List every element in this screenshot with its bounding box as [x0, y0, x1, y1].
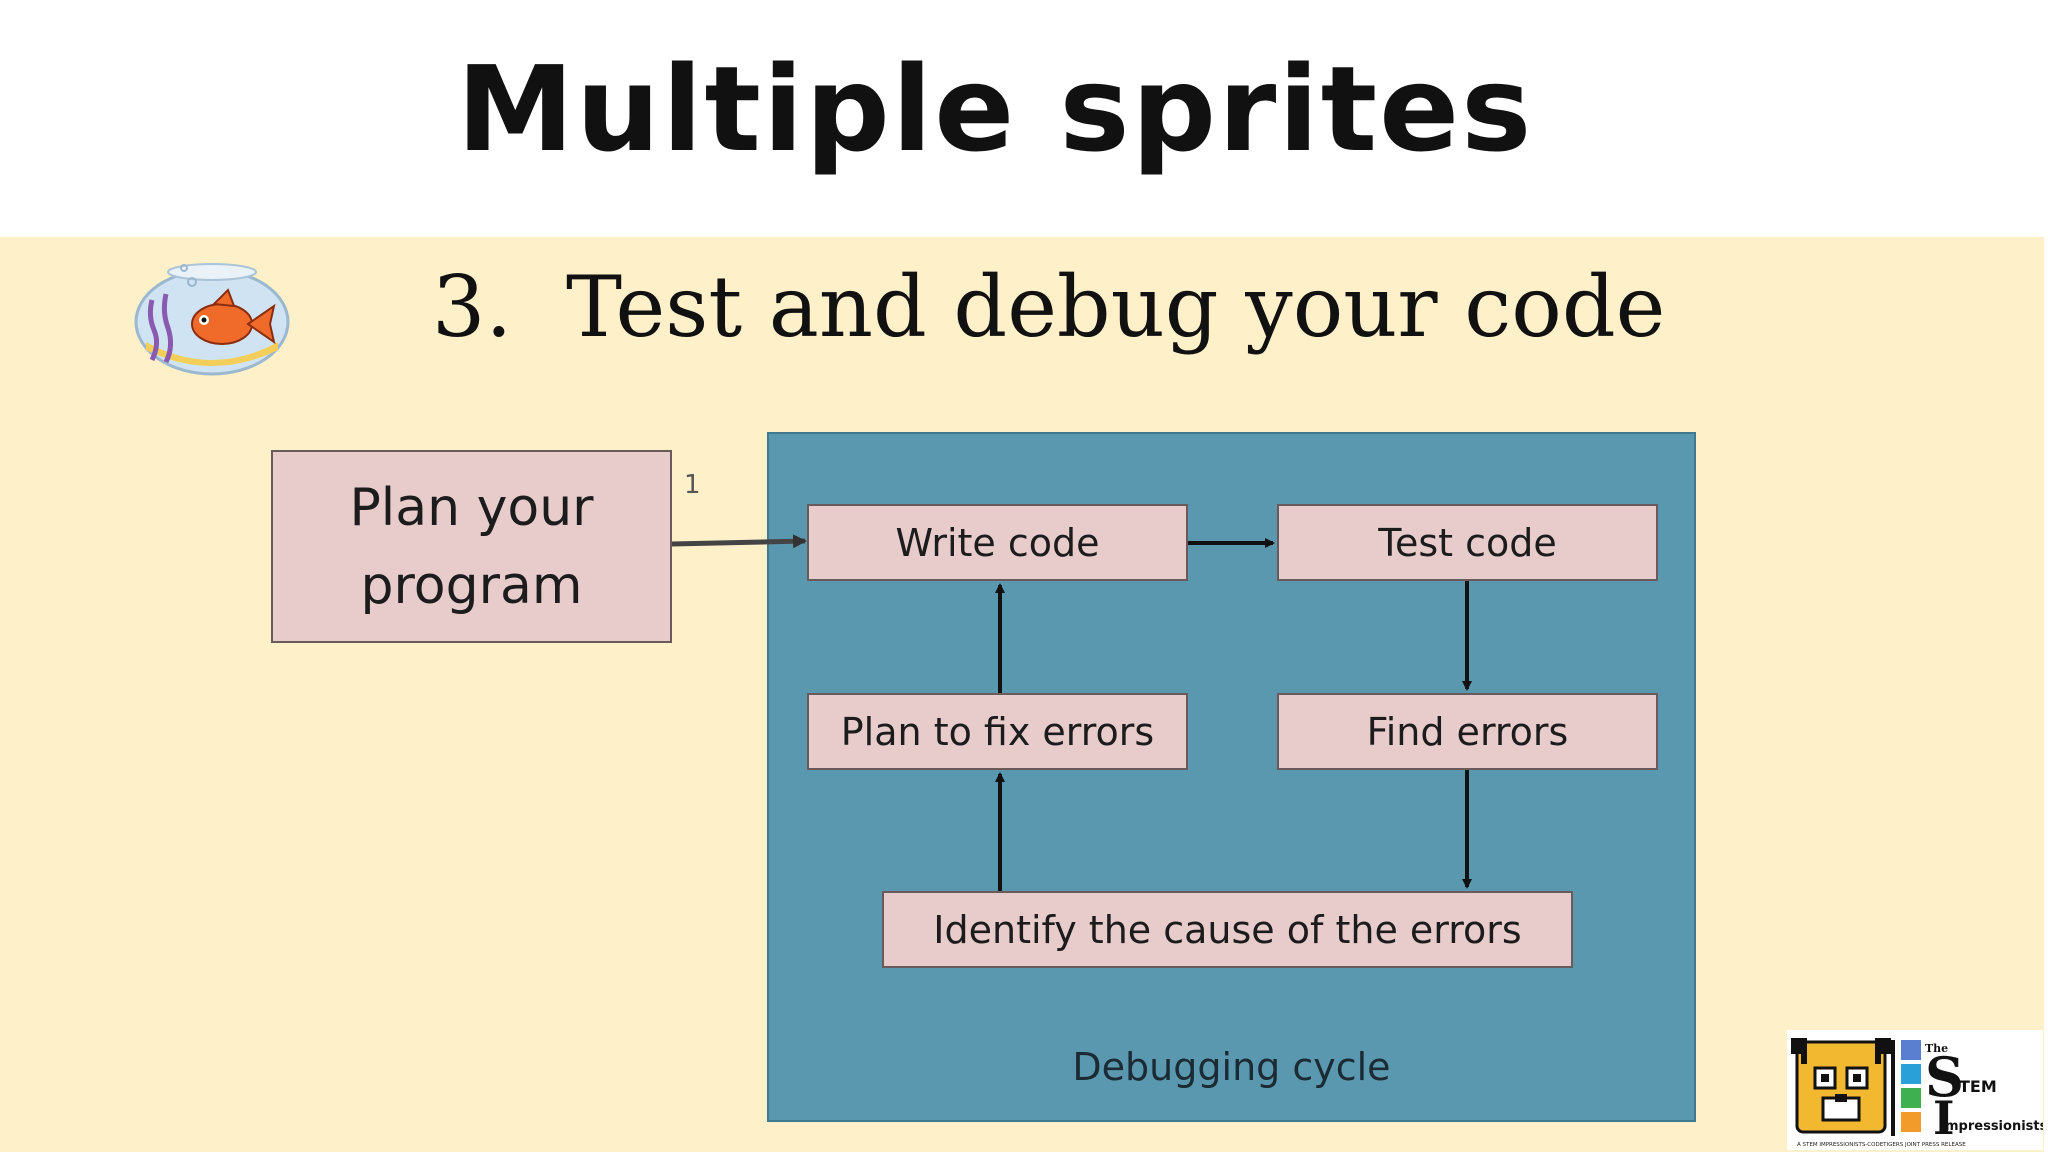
- svg-text:I: I: [1933, 1091, 1955, 1145]
- step-number: 3.: [432, 258, 512, 356]
- stray-mark: 1: [684, 470, 701, 500]
- stem-icons: [1901, 1040, 1921, 1132]
- stem-impressionists-logo: The S TEM I mpressionists A STEM IMPRESS…: [1787, 1030, 2043, 1150]
- debugging-cycle-label: Debugging cycle: [767, 1045, 1696, 1089]
- svg-text:TEM: TEM: [1959, 1077, 1997, 1096]
- plan-program-box: Plan your program: [271, 450, 672, 643]
- slide-title: Multiple sprites: [0, 40, 1990, 178]
- tiger-face-icon: [1791, 1038, 1891, 1132]
- svg-text:mpressionists: mpressionists: [1945, 1119, 2043, 1134]
- find-errors-box: Find errors: [1277, 693, 1658, 770]
- identify-cause-box: Identify the cause of the errors: [882, 891, 1573, 968]
- right-edge-strip: [2044, 0, 2048, 1152]
- write-code-box: Write code: [807, 504, 1188, 581]
- test-code-box: Test code: [1277, 504, 1658, 581]
- plan-fix-errors-box: Plan to fix errors: [807, 693, 1188, 770]
- svg-text:A STEM IMPRESSIONISTS-CODETIGE: A STEM IMPRESSIONISTS-CODETIGERS JOINT P…: [1797, 1142, 1966, 1148]
- logo-graphic: The S TEM I mpressionists A STEM IMPRESS…: [1787, 1030, 2043, 1150]
- fishbowl-icon: [130, 242, 294, 382]
- step-heading: Test and debug your code: [566, 258, 1665, 356]
